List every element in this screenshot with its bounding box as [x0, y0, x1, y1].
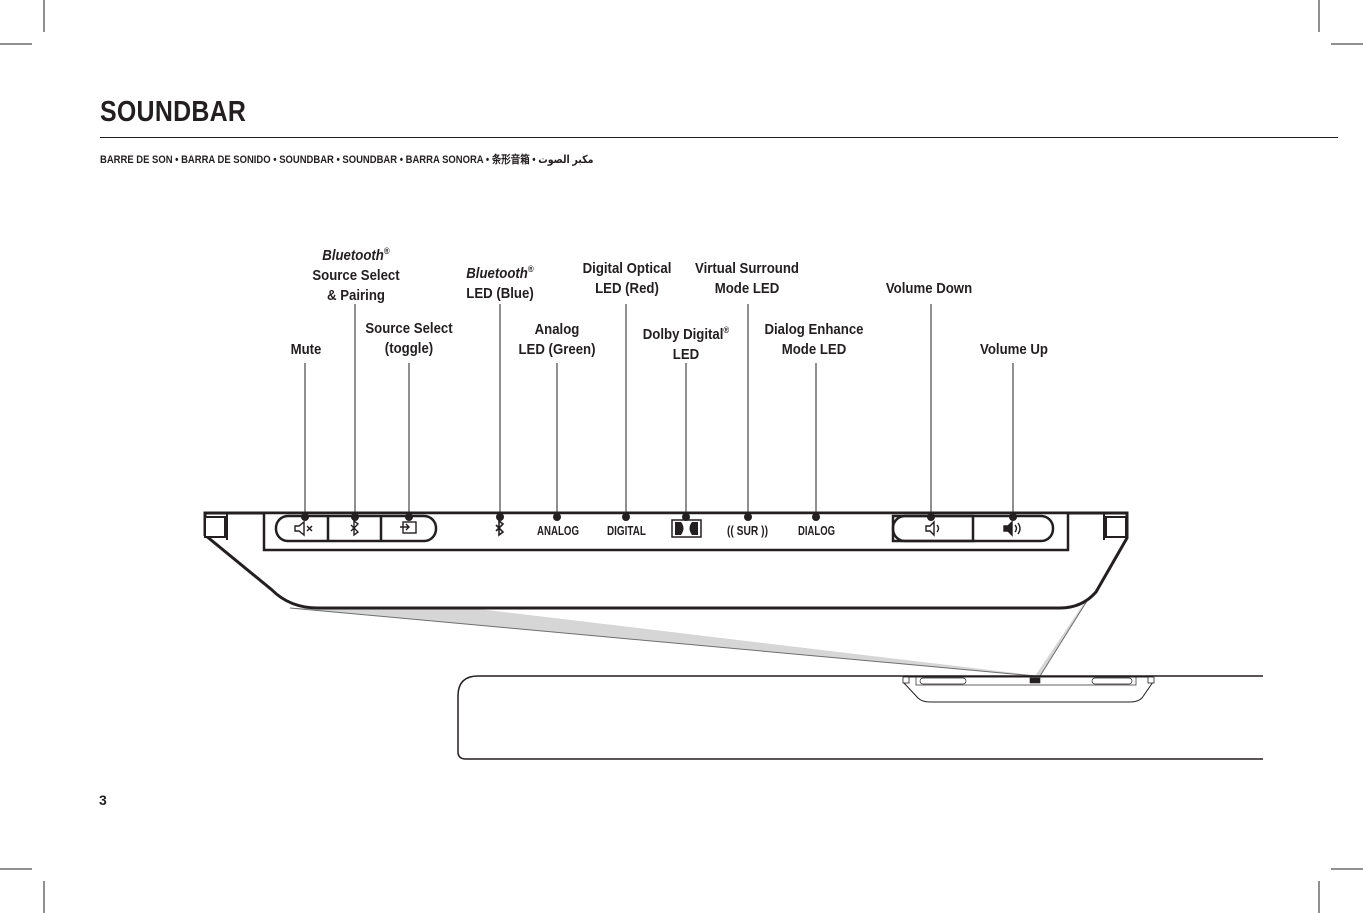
analog-panel-label: ANALOG	[537, 523, 579, 538]
mute-callout: Mute	[290, 341, 322, 358]
source-input-icon[interactable]	[400, 521, 417, 534]
title-rule	[100, 137, 1338, 138]
soundbar-full-view	[457, 675, 1263, 760]
surround-panel-label: (( SUR ))	[727, 523, 768, 538]
mute-icon[interactable]	[294, 520, 313, 537]
volume-up-icon[interactable]	[1003, 520, 1021, 537]
surround-led-callout: Virtual Surround Mode LED	[695, 260, 799, 297]
callout-leaders	[304, 304, 1014, 517]
source-toggle-callout: Source Select (toggle)	[365, 320, 453, 357]
page-title: SOUNDBAR	[100, 96, 247, 128]
digital-led-callout: Digital Optical LED (Red)	[582, 260, 672, 297]
bluetooth-led-icon	[495, 519, 505, 537]
bluetooth-icon[interactable]	[350, 519, 360, 537]
volume-down-callout: Volume Down	[885, 280, 973, 297]
digital-panel-label: DIGITAL	[607, 523, 646, 538]
volume-down-icon[interactable]	[925, 520, 940, 537]
bluetooth-led-callout: Bluetooth® LED (Blue)	[466, 264, 534, 302]
volume-up-callout: Volume Up	[980, 341, 1048, 358]
analog-led-callout: Analog LED (Green)	[518, 321, 596, 358]
dolby-led-callout: Dolby Digital® LED	[642, 325, 730, 363]
dialog-led-callout: Dialog Enhance Mode LED	[764, 321, 864, 358]
page-number: 3	[99, 792, 107, 808]
soundbar-closeup	[203, 511, 1129, 610]
dialog-panel-label: DIALOG	[798, 523, 835, 538]
bluetooth-source-callout: Bluetooth® Source Select & Pairing	[312, 246, 400, 304]
dolby-icon	[671, 519, 702, 538]
page-subtitle: BARRE DE SON • BARRA DE SONIDO • SOUNDBA…	[100, 154, 594, 166]
